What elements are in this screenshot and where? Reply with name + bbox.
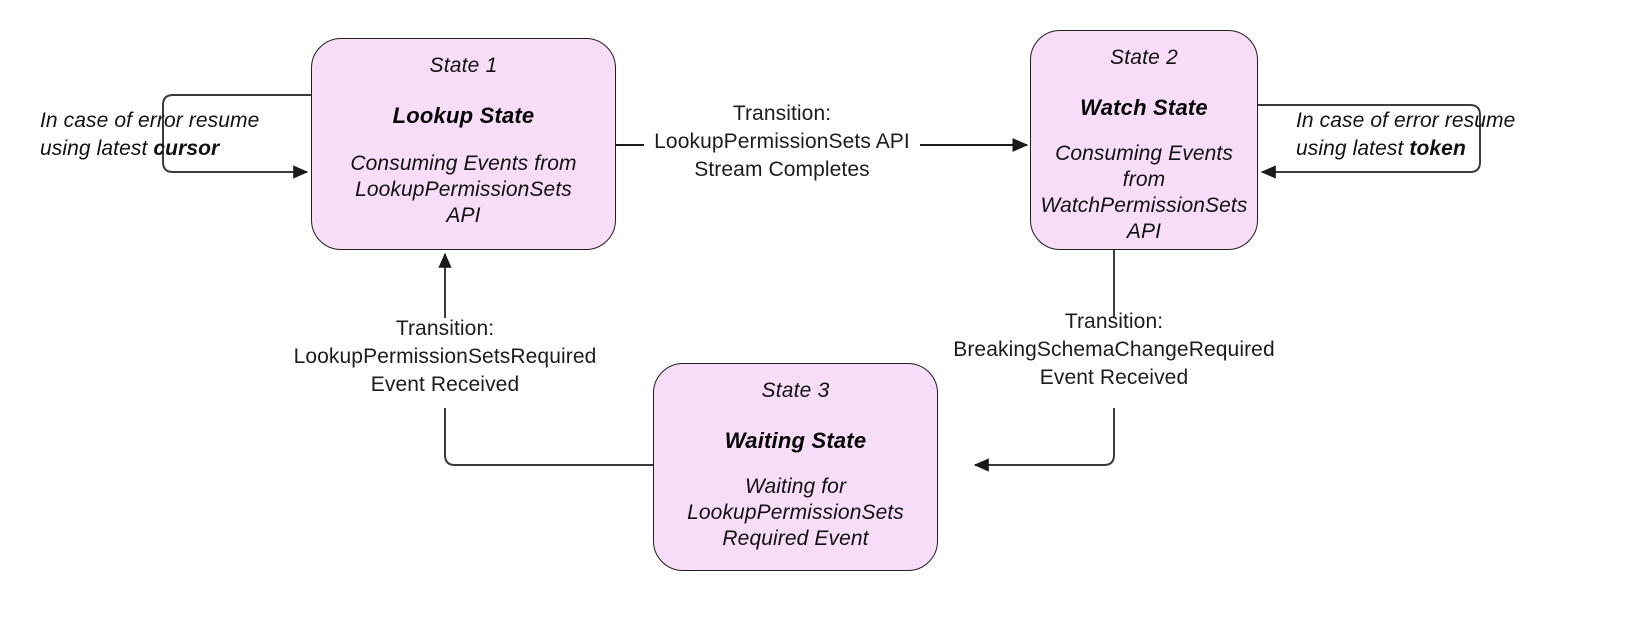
self-loop-label-prefix: using latest [40,137,154,160]
transition-label-line: Event Received [1039,366,1189,389]
state-index-label: State 2 [1110,46,1178,69]
state-description-line: Required Event [722,527,869,550]
state-node-lookup[interactable]: State 1 Lookup State Consuming Events fr… [311,38,616,250]
self-loop-label-emphasis: token [1409,137,1466,160]
state-index-label: State 3 [761,379,830,402]
state-description: Consuming Events from WatchPermissionSet… [1031,141,1257,245]
self-loop-label-prefix: using latest [1296,137,1410,160]
transition-label-line: Transition: [1064,310,1164,333]
state-description-line: LookupPermissionSets [355,178,572,201]
state-description: Waiting for LookupPermissionSets Require… [681,474,910,552]
self-loop-label-line: In case of error resume [1296,109,1516,132]
state-description-line: API [1126,220,1162,243]
transition-label-waiting-to-lookup: Transition: LookupPermissionSetsRequired… [288,315,602,399]
transition-label-line: LookupPermissionSets API [654,130,910,153]
state-description: Consuming Events from LookupPermissionSe… [344,151,582,229]
self-loop-label-watch-error: In case of error resume using latest tok… [1296,107,1546,163]
transition-label-line: Transition: [732,102,832,125]
transition-label-line: LookupPermissionSetsRequired [293,345,597,368]
transition-label-watch-to-waiting: Transition: BreakingSchemaChangeRequired… [953,308,1275,392]
state-description-line: Consuming Events from [1055,142,1233,191]
state-title: Waiting State [724,428,867,453]
transition-label-line: BreakingSchemaChangeRequired [953,338,1275,361]
transition-label-lookup-to-watch: Transition: LookupPermissionSets API Str… [644,100,920,184]
state-description-line: WatchPermissionSets [1040,194,1248,217]
self-loop-label-line: using latest token [1296,135,1546,163]
transition-label-line: Transition: [395,317,495,340]
state-description-line: API [446,204,481,227]
self-loop-label-line: In case of error resume [40,109,260,132]
state-title: Lookup State [392,103,535,128]
transition-label-line: Stream Completes [694,158,870,181]
state-description-line: LookupPermissionSets [687,501,904,524]
state-description-line: Consuming Events from [350,152,577,175]
transition-label-line: Event Received [370,373,520,396]
self-loop-label-lookup-error: In case of error resume using latest cur… [40,107,290,163]
state-node-waiting[interactable]: State 3 Waiting State Waiting for Lookup… [653,363,938,571]
self-loop-label-line: using latest cursor [40,135,290,163]
state-node-watch[interactable]: State 2 Watch State Consuming Events fro… [1030,30,1258,250]
state-description-line: Waiting for [744,475,847,498]
state-index-label: State 1 [429,54,498,77]
state-title: Watch State [1080,95,1208,120]
self-loop-label-emphasis: cursor [153,137,220,160]
